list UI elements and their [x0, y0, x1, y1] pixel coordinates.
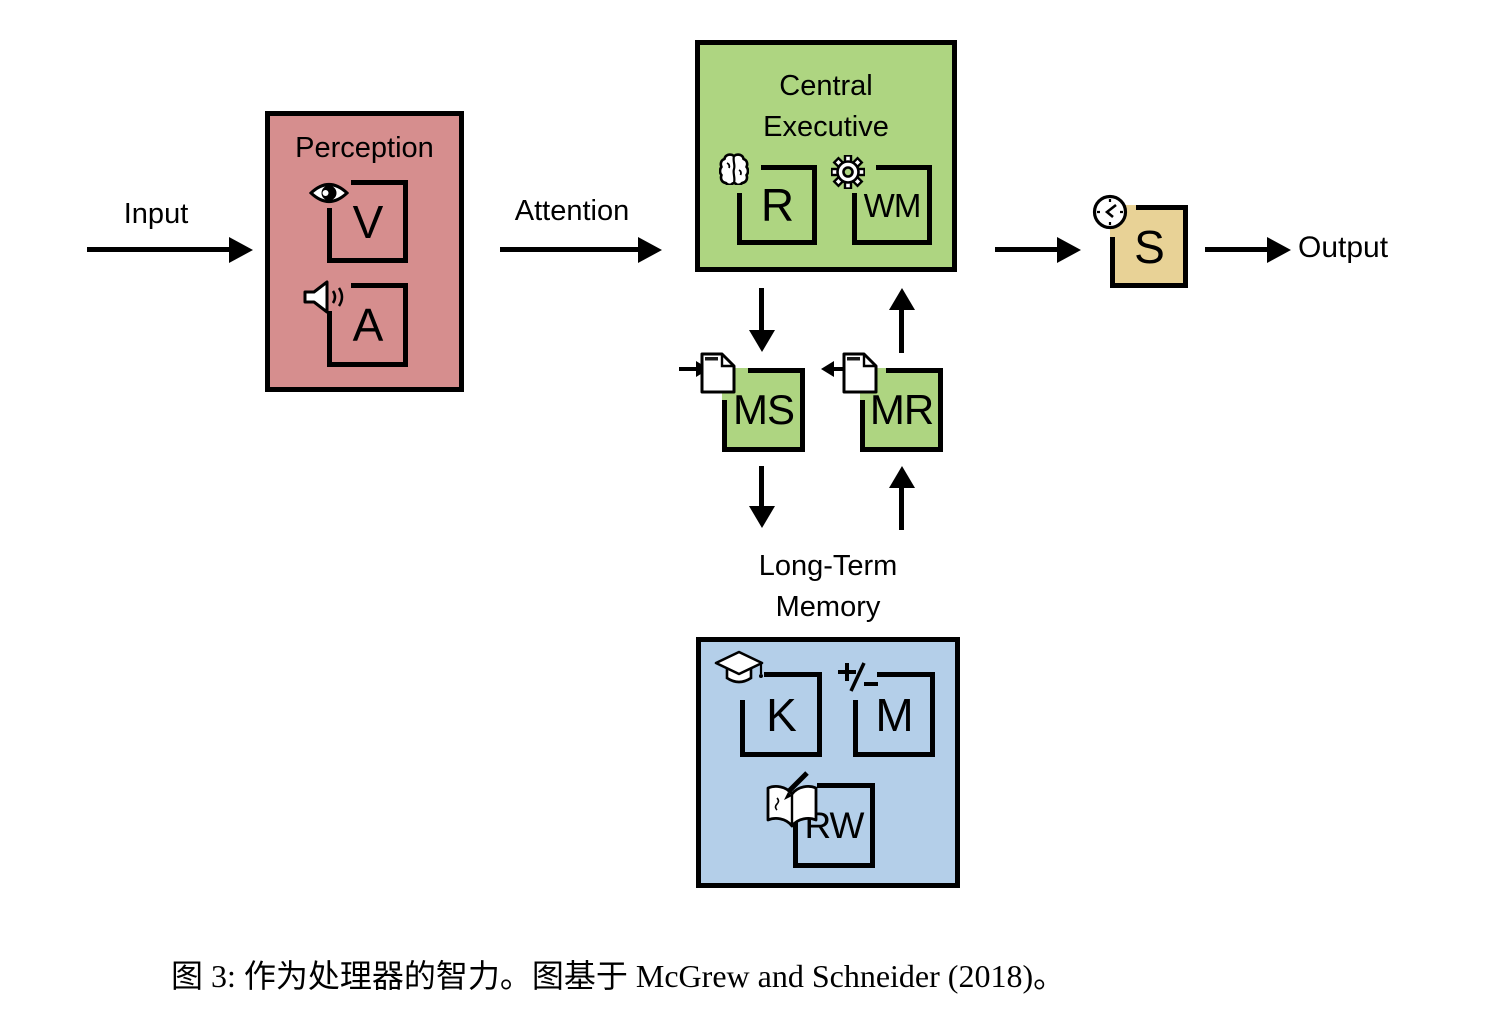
mr-document-arrow-head — [821, 361, 834, 377]
knowledge-module-box: K — [740, 672, 822, 757]
gear-icon — [831, 155, 865, 189]
ltm-to-mr-arrow-head — [889, 466, 915, 488]
output-label: Output — [1298, 231, 1389, 264]
central-executive-title-line2: Executive — [763, 111, 889, 143]
plus-minus-icon — [838, 662, 878, 692]
long-term-memory-title: Long-Term Memory — [696, 546, 960, 628]
document-save-icon — [700, 352, 736, 394]
knowledge-module-abbr: K — [766, 688, 797, 741]
ms-to-ltm-arrow-line — [759, 466, 764, 508]
memory-retrieval-box: MR — [860, 368, 943, 452]
attention-label: Attention — [514, 195, 630, 227]
central-executive-title: Central Executive — [695, 66, 957, 148]
working-memory-module-abbr: WM — [863, 186, 922, 224]
executive-to-ms-arrow-line — [759, 288, 764, 330]
mr-to-executive-arrow-head — [889, 288, 915, 310]
math-module-box: M — [853, 672, 935, 757]
attention-arrow-head — [638, 237, 662, 263]
memory-storage-abbr: MS — [733, 386, 795, 433]
input-arrow-head — [229, 237, 253, 263]
figure-caption: 图 3: 作为处理器的智力。图基于 McGrew and Schneider (… — [171, 958, 1066, 994]
book-pencil-icon — [766, 771, 818, 828]
clock-icon — [1092, 194, 1128, 230]
executive-to-ms-arrow-head — [749, 330, 775, 352]
input-label: Input — [123, 198, 189, 230]
reasoning-module-abbr: R — [760, 179, 794, 231]
long-term-memory-title-line2: Memory — [775, 591, 881, 623]
perception-box — [265, 111, 464, 392]
processing-speed-abbr: S — [1134, 220, 1165, 273]
ms-to-ltm-arrow-head — [749, 506, 775, 528]
document-load-icon — [842, 352, 878, 394]
eye-icon — [309, 183, 349, 203]
speed-to-output-arrow-head — [1267, 237, 1291, 263]
working-memory-module-box: WM — [852, 165, 932, 245]
visual-module-abbr: V — [352, 195, 384, 248]
input-arrow-line — [87, 247, 229, 252]
brain-icon — [719, 153, 749, 185]
memory-retrieval-abbr: MR — [869, 386, 934, 433]
graduation-cap-icon — [714, 650, 764, 684]
visual-module-box: V — [327, 180, 408, 263]
auditory-module-abbr: A — [352, 299, 384, 351]
math-module-abbr: M — [875, 688, 913, 741]
executive-to-speed-arrow-head — [1057, 237, 1081, 263]
long-term-memory-title-line1: Long-Term — [758, 550, 898, 582]
reasoning-module-box: R — [737, 165, 817, 245]
reading-writing-module-box: RW — [793, 783, 875, 868]
speed-to-output-arrow-line — [1205, 247, 1267, 252]
speaker-icon — [303, 280, 344, 314]
auditory-module-box: A — [327, 283, 408, 367]
memory-storage-box: MS — [722, 368, 805, 452]
central-executive-title-line1: Central — [779, 70, 873, 102]
executive-to-speed-arrow-line — [995, 247, 1057, 252]
ms-document-arrow-line — [679, 367, 696, 371]
ltm-to-mr-arrow-line — [899, 486, 904, 530]
attention-arrow-line — [500, 247, 638, 252]
perception-title: Perception — [295, 132, 434, 164]
mr-to-executive-arrow-line — [899, 308, 904, 353]
